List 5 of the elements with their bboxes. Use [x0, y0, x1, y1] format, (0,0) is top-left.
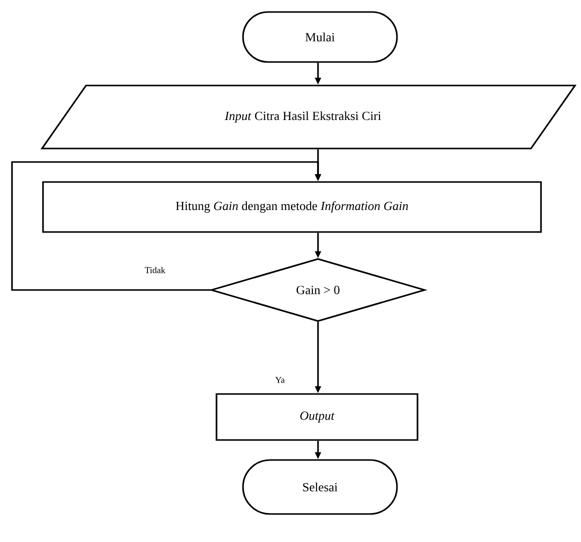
process-box: Output: [216, 393, 418, 441]
edge-label: Ya: [274, 376, 286, 384]
edge-label: Tidak: [144, 266, 166, 274]
process-box: Hitung Gain dengan metode Information Gain: [42, 181, 542, 233]
arrow: [11, 161, 322, 291]
